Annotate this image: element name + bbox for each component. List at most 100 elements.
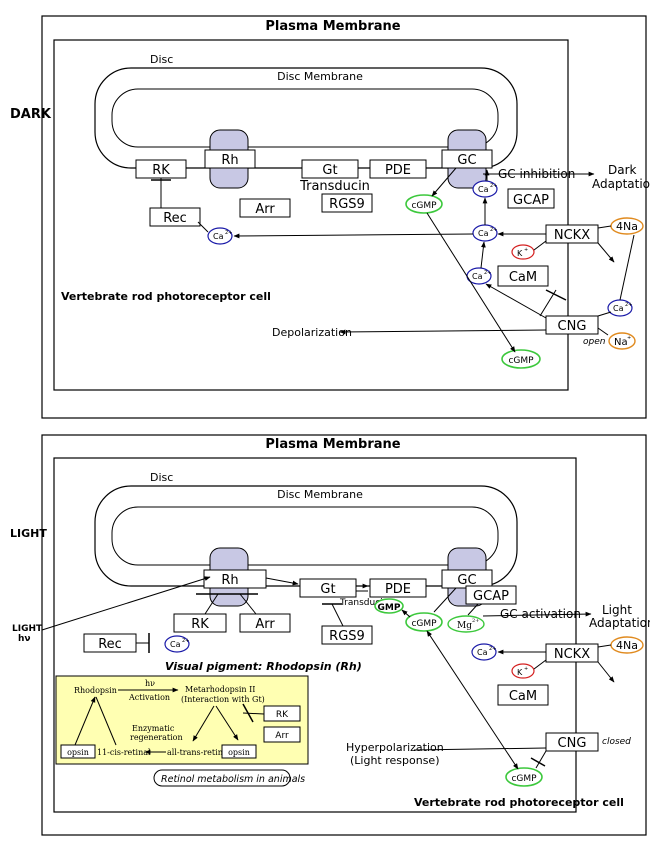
retinol-opsin-to-rhodopsin-arrow xyxy=(74,696,96,746)
dark-rgs9-box xyxy=(321,193,373,213)
retinol-metabolism-box: Rhodopsin hν Activation Metarhodopsin II… xyxy=(55,675,309,787)
dark-gc-label: GC xyxy=(457,153,476,168)
svg-text:+: + xyxy=(627,335,631,341)
light-closed-label: closed xyxy=(602,737,631,747)
light-cng-label: CNG xyxy=(558,736,587,751)
svg-text:Ca: Ca xyxy=(478,185,489,194)
light-4na-ion: 4Na xyxy=(610,636,644,654)
dark-ca-gcap: Ca 2+ xyxy=(472,180,498,198)
dark-na-ion: Na + xyxy=(608,332,636,350)
light-cgmp-upper: cGMP xyxy=(405,612,443,632)
light-hv-label-1: LIGHT xyxy=(12,624,43,634)
dark-nckx-k-line xyxy=(533,240,547,251)
dark-cam-cng-bar xyxy=(545,289,567,301)
dark-transducin-label: Transducin xyxy=(299,179,370,194)
light-rk-box xyxy=(173,613,227,633)
light-gc-activation-label: GC activation xyxy=(500,607,581,621)
dark-disc-membrane-label: Disc Membrane xyxy=(277,70,363,83)
dark-gt-box xyxy=(301,159,359,179)
dark-cgmp-lower: cGMP xyxy=(501,349,541,369)
light-arr-rh-line xyxy=(239,593,257,615)
svg-text:cGMP: cGMP xyxy=(411,201,437,211)
dark-gc-to-cgmp-arrow xyxy=(431,167,457,197)
dark-depolarization-label: Depolarization xyxy=(272,326,352,339)
light-gt-box xyxy=(299,578,357,598)
light-ca-nckx: Ca 2+ xyxy=(471,643,497,661)
light-gc-cgmp-line xyxy=(433,587,457,613)
light-nckx-box xyxy=(545,643,599,663)
light-ca-rec: Ca 2+ xyxy=(164,635,190,653)
light-mg-ion: Mg 2+ xyxy=(447,615,485,633)
svg-text:2+: 2+ xyxy=(490,183,497,189)
retinol-caption-box xyxy=(153,769,291,787)
dark-cng-ca-line xyxy=(597,311,612,317)
retinol-hv: hν xyxy=(145,679,155,688)
svg-text:Ca: Ca xyxy=(213,232,224,241)
svg-text:2+: 2+ xyxy=(625,302,632,308)
dark-disc-inner xyxy=(111,88,499,148)
retinol-trans-retinal: all-trans-retinal xyxy=(167,748,231,757)
retinol-arr: Arr xyxy=(275,731,289,741)
light-disc-inner xyxy=(111,506,499,566)
light-rh-to-gt-arrow xyxy=(265,577,299,586)
dark-cng-to-ca-arrow xyxy=(485,283,547,319)
light-disc-label: Disc xyxy=(150,471,173,484)
dark-rec-box xyxy=(149,207,201,227)
retinol-opsin-right-box xyxy=(221,744,257,759)
dark-outer-cell xyxy=(41,15,647,419)
dark-disc-label: Disc xyxy=(150,53,173,66)
retinol-meta-to-opsin-arrow xyxy=(215,705,239,741)
svg-text:2+: 2+ xyxy=(484,270,491,276)
dark-gt-label: Gt xyxy=(322,163,337,178)
retinol-cis-retinal: 11-cis-retinal xyxy=(97,748,151,757)
dark-depolarization-arrow xyxy=(339,329,547,335)
svg-text:K: K xyxy=(517,249,523,258)
dark-4na-ion: 4Na xyxy=(610,217,644,235)
svg-text:cGMP: cGMP xyxy=(411,619,437,629)
dark-ca-to-rec-arrow xyxy=(233,233,474,239)
dark-nckx-out-arrow xyxy=(597,242,615,263)
dark-cgmp-upper: cGMP xyxy=(405,194,443,214)
dark-arr-box xyxy=(239,198,291,218)
light-transducin-label: Transducin xyxy=(339,598,388,608)
dark-ca-outside: Ca 2+ xyxy=(607,299,633,317)
svg-text:K: K xyxy=(517,668,523,677)
dark-adaptation-line1: Dark xyxy=(608,163,637,177)
light-inner-cell xyxy=(53,457,577,813)
dark-plasma-membrane-label: Plasma Membrane xyxy=(265,19,400,34)
svg-text:Ca: Ca xyxy=(477,648,488,657)
retinol-metarhodopsin-1: Metarhodopsin II xyxy=(185,685,255,694)
dark-inner-cell xyxy=(53,39,569,391)
light-adaptation-line2: Adaptation xyxy=(589,616,650,630)
light-cgmp-cgmp-arrow xyxy=(426,630,519,770)
light-outer-cell xyxy=(41,434,647,836)
light-cgmp-lower: cGMP xyxy=(505,767,543,787)
light-rgs9-box xyxy=(321,625,373,645)
svg-text:2+: 2+ xyxy=(490,227,497,233)
dark-rec-label: Rec xyxy=(163,211,187,226)
light-plasma-membrane-label: Plasma Membrane xyxy=(265,437,400,452)
light-hv-arrow xyxy=(41,576,211,631)
svg-text:2+: 2+ xyxy=(225,230,232,236)
dark-adaptation-line2: Adaptation xyxy=(592,177,650,191)
light-hyperpolarization-line1: Hyperpolarization xyxy=(346,741,444,754)
light-visual-pigment-label: Visual pigment: Rhodopsin (Rh) xyxy=(165,660,362,673)
dark-state-label: DARK xyxy=(10,107,52,122)
light-hyperpolarization-line2: (Light response) xyxy=(350,754,440,767)
dark-ca-cam-to-ca-arrow xyxy=(480,241,486,269)
svg-text:GMP: GMP xyxy=(378,603,401,613)
svg-text:Ca: Ca xyxy=(170,640,181,649)
dark-gc-box xyxy=(441,149,493,169)
light-rgs9-line xyxy=(331,603,344,627)
retinol-opsin-left-box xyxy=(60,744,96,759)
light-gmp: GMP xyxy=(374,598,404,614)
retinol-enzymatic-2: regeneration xyxy=(130,733,183,742)
svg-text:Mg: Mg xyxy=(457,621,472,631)
svg-text:2+: 2+ xyxy=(489,646,496,652)
light-state-label: LIGHT xyxy=(10,527,47,540)
light-cgmp-to-gmp-arrow xyxy=(401,609,411,618)
svg-text:4Na: 4Na xyxy=(616,220,638,233)
dark-pde-label: PDE xyxy=(385,163,411,178)
dark-ca-nckx: Ca 2+ xyxy=(472,224,498,242)
